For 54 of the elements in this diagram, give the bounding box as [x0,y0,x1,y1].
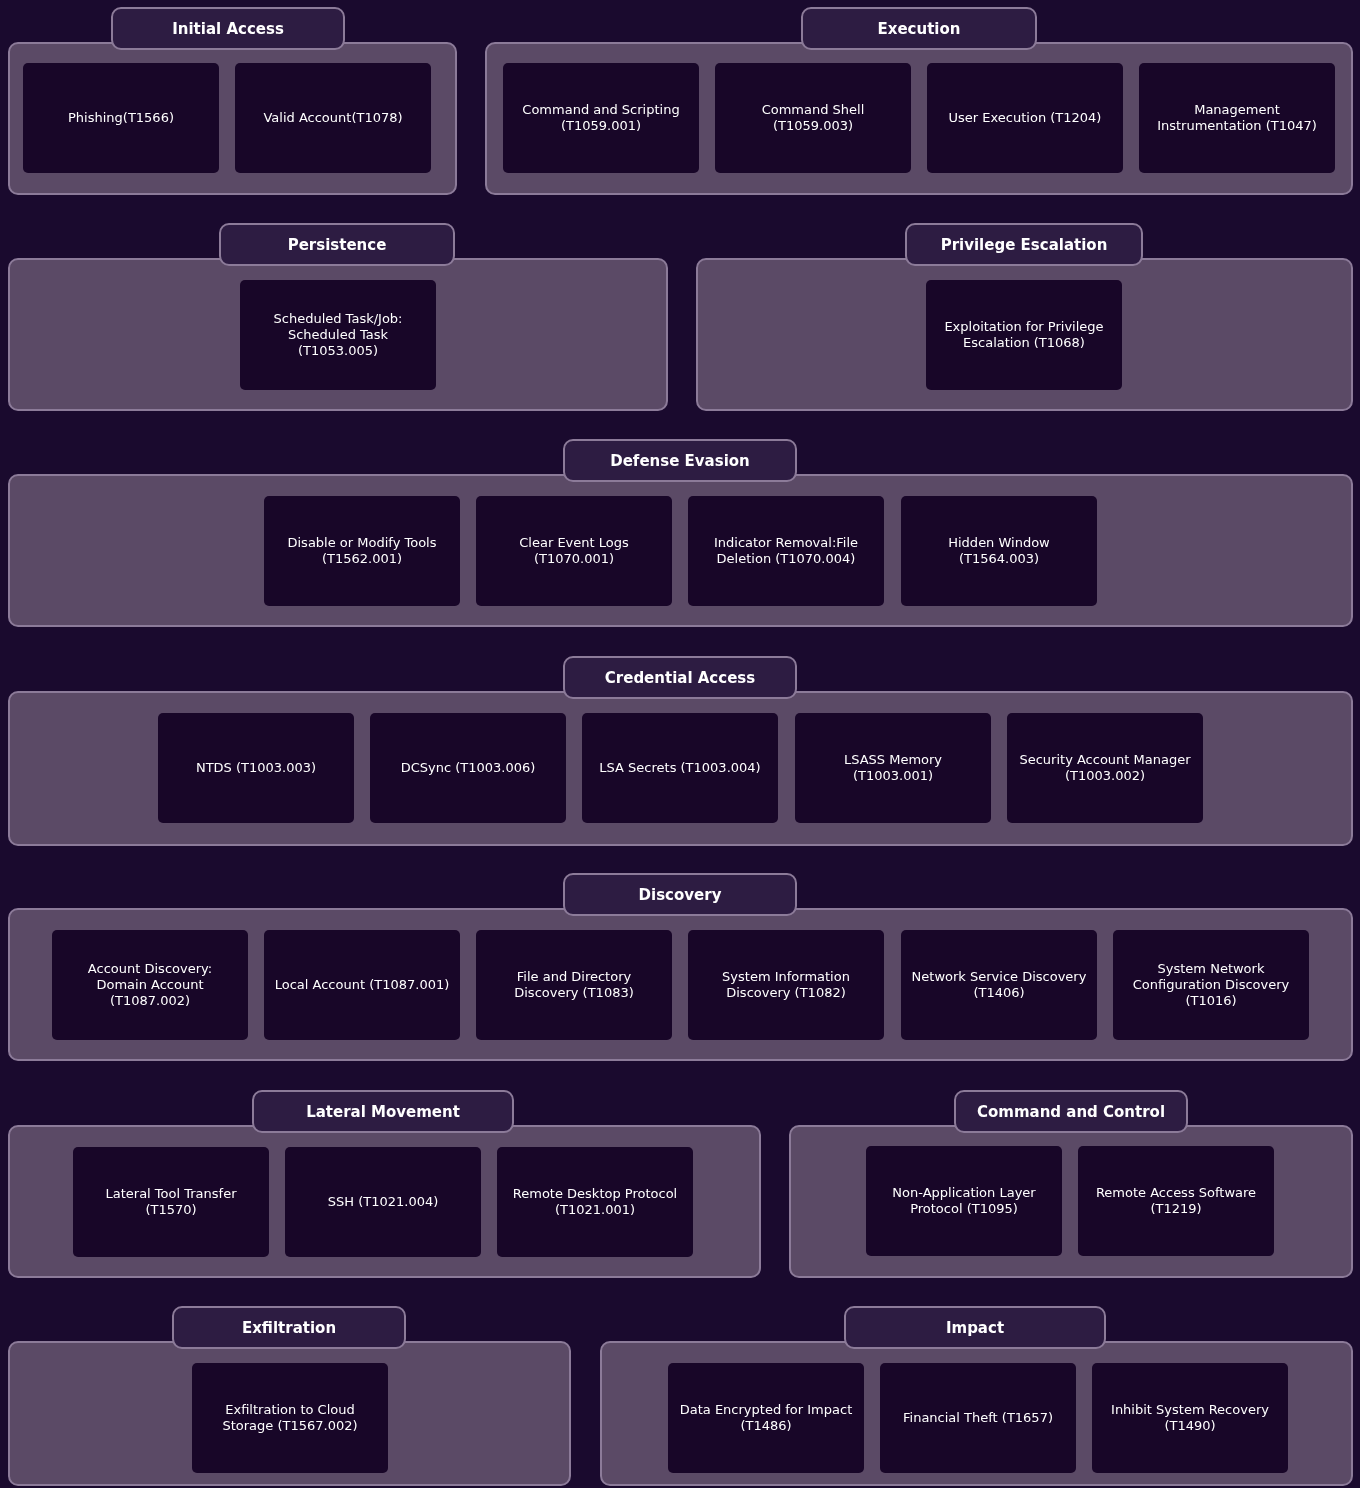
section-header: Lateral Movement [252,1090,514,1133]
technique-box: NTDS (T1003.003) [158,713,354,823]
technique-box: Non-Application Layer Protocol (T1095) [866,1146,1062,1256]
technique-box: Clear Event Logs (T1070.001) [476,496,672,606]
section-header: Command and Control [954,1090,1188,1133]
technique-box: Remote Desktop Protocol (T1021.001) [497,1147,693,1257]
technique-box: User Execution (T1204) [927,63,1123,173]
section-header: Credential Access [563,656,797,699]
technique-box: Command and Scripting (T1059.001) [503,63,699,173]
section-header: Privilege Escalation [905,223,1143,266]
technique-box: Command Shell (T1059.003) [715,63,911,173]
tactic-panel [8,258,668,411]
tactic-panel [8,1341,571,1486]
tactic-panel [485,42,1353,195]
tactic-panel [8,42,457,195]
section-header: Discovery [563,873,797,916]
technique-box: Exploitation for Privilege Escalation (T1068) [926,280,1122,390]
section-header: Execution [801,7,1037,50]
tactic-panel [789,1125,1353,1278]
technique-box: Financial Theft (T1657) [880,1363,1076,1473]
tactic-panel [8,691,1353,846]
technique-box: Disable or Modify Tools (T1562.001) [264,496,460,606]
technique-box: Indicator Removal:File Deletion (T1070.004) [688,496,884,606]
technique-box: File and Directory Discovery (T1083) [476,930,672,1040]
section-header: Defense Evasion [563,439,797,482]
technique-box: Valid Account(T1078) [235,63,431,173]
technique-box: Local Account (T1087.001) [264,930,460,1040]
technique-box: SSH (T1021.004) [285,1147,481,1257]
technique-box: Security Account Manager (T1003.002) [1007,713,1203,823]
tactic-panel [696,258,1353,411]
tactic-panel [600,1341,1353,1486]
section-header: Impact [844,1306,1106,1349]
technique-box: Exfiltration to Cloud Storage (T1567.002) [192,1363,388,1473]
tactic-panel [8,1125,761,1278]
technique-box: Data Encrypted for Impact (T1486) [668,1363,864,1473]
technique-box: Scheduled Task/Job: Scheduled Task (T1053.005) [240,280,436,390]
technique-box: Phishing(T1566) [23,63,219,173]
technique-box: Account Discovery: Domain Account (T1087.002) [52,930,248,1040]
technique-box: LSASS Memory (T1003.001) [795,713,991,823]
technique-box: Lateral Tool Transfer (T1570) [73,1147,269,1257]
technique-box: DCSync (T1003.006) [370,713,566,823]
section-header: Persistence [219,223,455,266]
technique-box: System Network Configuration Discovery (T1016) [1113,930,1309,1040]
technique-box: Management Instrumentation (T1047) [1139,63,1335,173]
technique-box: LSA Secrets (T1003.004) [582,713,778,823]
section-header: Exfiltration [172,1306,406,1349]
section-header: Initial Access [111,7,345,50]
technique-box: Network Service Discovery (T1406) [901,930,1097,1040]
technique-box: System Information Discovery (T1082) [688,930,884,1040]
technique-box: Hidden Window (T1564.003) [901,496,1097,606]
technique-box: Inhibit System Recovery (T1490) [1092,1363,1288,1473]
tactic-panel [8,474,1353,627]
technique-box: Remote Access Software (T1219) [1078,1146,1274,1256]
tactic-panel [8,908,1353,1061]
